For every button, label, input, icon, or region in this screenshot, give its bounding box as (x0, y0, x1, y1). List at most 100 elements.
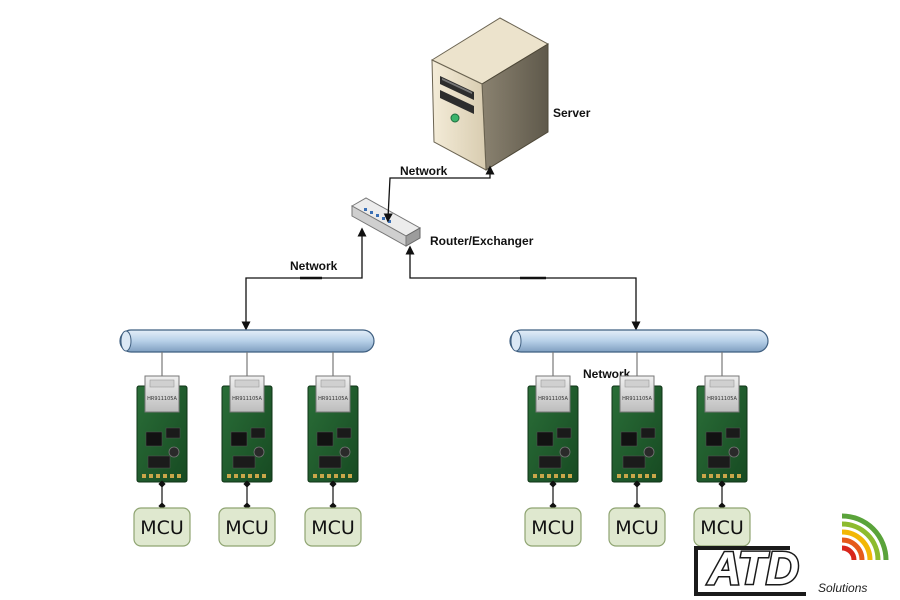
ic-chip (145, 431, 163, 447)
network-label-left: Network (290, 259, 338, 273)
header-pin (561, 474, 565, 478)
ic-chip (622, 455, 646, 469)
capacitor (643, 446, 655, 458)
ic-chip (336, 427, 352, 439)
ethernet-module: HR911105A (611, 352, 663, 510)
ic-chip (165, 427, 181, 439)
header-pin (723, 474, 727, 478)
header-pin (156, 474, 160, 478)
ethernet-module: HR911105A (136, 352, 188, 510)
server-icon (430, 17, 550, 171)
mcu-box-frame (524, 507, 582, 547)
header-pin (327, 474, 331, 478)
ic-chip (316, 431, 334, 447)
ic-chip (707, 455, 731, 469)
mcu-box: MCU (608, 507, 666, 547)
ethernet-module: HR911105A (221, 352, 273, 510)
ic-chip (620, 431, 638, 447)
ethernet-module: HR911105A (527, 352, 579, 510)
logo-wordmark: ATD (707, 542, 799, 594)
ic-chip (640, 427, 656, 439)
header-pin (716, 474, 720, 478)
header-pin (248, 474, 252, 478)
logo-subtitle: Solutions (818, 581, 867, 595)
header-pin (652, 474, 656, 478)
header-pin (262, 474, 266, 478)
header-pin (533, 474, 537, 478)
mcu-label: MCU (311, 517, 355, 539)
rj45-port (709, 379, 735, 388)
jack-part-number: HR911105A (538, 396, 568, 402)
network-label-right: Network (583, 367, 631, 381)
ic-chip (538, 455, 562, 469)
ic-chip (232, 455, 256, 469)
ethernet-modules: HR911105A MCU HR911105A MCU HR911105A MCU HR91… (133, 352, 751, 547)
header-pin (320, 474, 324, 478)
ic-chip (250, 427, 266, 439)
jack-part-number: HR911105A (232, 396, 262, 402)
ic-chip (147, 455, 171, 469)
header-pin (142, 474, 146, 478)
ic-chip (318, 455, 342, 469)
rj45-port (624, 379, 650, 388)
mcu-box: MCU (133, 507, 191, 547)
header-pin (313, 474, 317, 478)
rj45-port (234, 379, 260, 388)
ic-chip (725, 427, 741, 439)
header-pin (737, 474, 741, 478)
mcu-box-frame (304, 507, 362, 547)
mcu-box: MCU (218, 507, 276, 547)
router-label: Router/Exchanger (430, 234, 534, 248)
header-pin (702, 474, 706, 478)
ethernet-module: HR911105A (307, 352, 359, 510)
header-pin (348, 474, 352, 478)
header-pin (341, 474, 345, 478)
mcu-box: MCU (693, 507, 751, 547)
header-pin (554, 474, 558, 478)
rj45-port (320, 379, 346, 388)
rj45-port (149, 379, 175, 388)
server-router-link (383, 165, 495, 223)
header-pin (547, 474, 551, 478)
ic-chip (536, 431, 554, 447)
ic-chip (705, 431, 723, 447)
atd-logo: ATD Solutions (694, 513, 889, 596)
header-pin (624, 474, 628, 478)
ethernet-module: HR911105A (696, 352, 748, 510)
header-pin (617, 474, 621, 478)
jack-part-number: HR911105A (318, 396, 348, 402)
capacitor (559, 446, 571, 458)
header-pin (540, 474, 544, 478)
header-pin (645, 474, 649, 478)
header-pin (177, 474, 181, 478)
header-pin (163, 474, 167, 478)
rj45-port (540, 379, 566, 388)
network-label-top: Network (400, 164, 448, 178)
mcu-box: MCU (524, 507, 582, 547)
signal-arcs-icon (841, 513, 889, 561)
mcu-box: MCU (304, 507, 362, 547)
logo-bracket (694, 546, 806, 596)
header-pin (631, 474, 635, 478)
mcu-box-frame (608, 507, 666, 547)
jack-part-number: HR911105A (622, 396, 652, 402)
header-pin (334, 474, 338, 478)
header-pin (241, 474, 245, 478)
capacitor (339, 446, 351, 458)
left-network-bus (119, 329, 375, 353)
jack-part-number: HR911105A (707, 396, 737, 402)
mcu-box-frame (133, 507, 191, 547)
header-pin (255, 474, 259, 478)
capacitor (168, 446, 180, 458)
jack-part-number: HR911105A (147, 396, 177, 402)
mcu-label: MCU (615, 517, 659, 539)
right-network-bus (509, 329, 769, 353)
ic-chip (556, 427, 572, 439)
capacitor (253, 446, 265, 458)
header-pin (709, 474, 713, 478)
header-pin (149, 474, 153, 478)
mcu-box-frame (218, 507, 276, 547)
header-pin (234, 474, 238, 478)
header-pin (227, 474, 231, 478)
